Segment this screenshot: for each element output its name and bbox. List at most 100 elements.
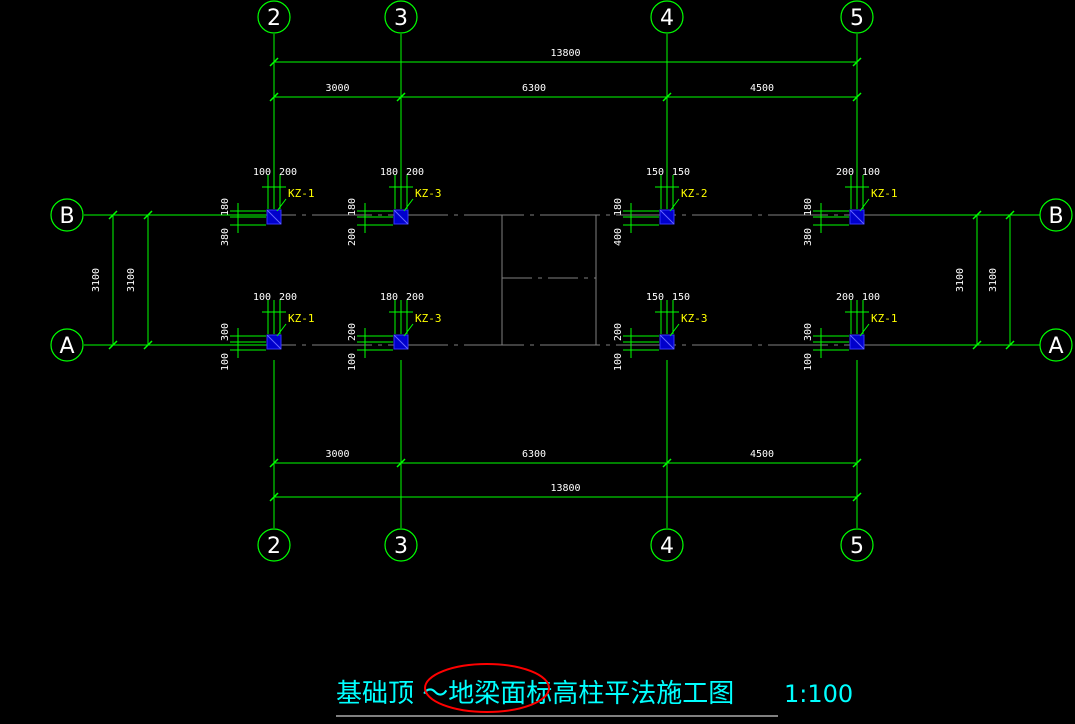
bubble-top-3-circle [384, 0, 418, 34]
column-B-3-side-down-text: 200 [347, 228, 358, 246]
column-A-5-side-down-text: 100 [803, 353, 814, 371]
column-B-4-top-left-text: 150 [646, 167, 664, 178]
column-A-2-top-left-text: 100 [253, 292, 271, 303]
column-B-5-top-left-text: 200 [836, 167, 854, 178]
column-A-2-label: KZ-1 [288, 312, 315, 325]
column-A-5-hatch [849, 334, 865, 350]
left-dim-inner-text: 3100 [126, 268, 137, 292]
left-dim-inner-tick-top [143, 210, 153, 220]
bubble-top-5-label: 5 [850, 6, 864, 31]
column-A-2-top-right-text: 200 [279, 292, 297, 303]
right-dim-outer-text: 3100 [988, 268, 999, 292]
column-B-3-leader [403, 198, 414, 212]
bottom-dim-overall-tick-start [269, 492, 279, 502]
column-B-3-side-up-text: 180 [347, 198, 358, 216]
bubble-bottom-4-circle [650, 528, 684, 562]
drawing-title: 基础顶 ～地梁面标高柱平法施工图 1:100 [336, 663, 853, 717]
top-dim-span-tick-2 [662, 92, 672, 102]
top-dim-overall-tick-start [269, 57, 279, 67]
column-B-4-side-up-text: 180 [613, 198, 624, 216]
column-A-4-label: KZ-3 [681, 312, 708, 325]
column-A-2-side-down-text: 100 [220, 353, 231, 371]
column-A-2: KZ-1 100 200 300 100 [220, 292, 315, 371]
bubble-bottom-5-label: 5 [850, 534, 864, 559]
column-A-5-leader [859, 323, 870, 337]
bubble-top-4-circle [650, 0, 684, 34]
bubble-right-A-circle [1039, 328, 1073, 362]
column-B-2-top-right-text: 200 [279, 167, 297, 178]
column-B-2-side-down-text: 380 [220, 228, 231, 246]
bubble-bottom-3-label: 3 [394, 534, 408, 559]
column-B-2-hatch [266, 209, 282, 225]
top-dim-span-text-2: 4500 [750, 83, 774, 94]
bubble-top-4-label: 4 [660, 6, 674, 31]
column-A-5-top-right-text: 100 [862, 292, 880, 303]
column-B-5-top-right-text: 100 [862, 167, 880, 178]
left-dim-outer-text: 3100 [91, 268, 102, 292]
right-dim-inner-text: 3100 [955, 268, 966, 292]
bottom-dim-span-text-2: 4500 [750, 449, 774, 460]
column-A-3: KZ-3 180 200 200 100 [347, 292, 442, 371]
top-dim-overall-text: 13800 [550, 48, 580, 59]
bubble-top-2-circle [257, 0, 291, 34]
top-dim-span-text-0: 3000 [325, 83, 349, 94]
column-A-4-top-left-text: 150 [646, 292, 664, 303]
column-B-2-side-up-text: 180 [220, 198, 231, 216]
right-dim-inner-tick-bottom [972, 340, 982, 350]
column-A-4-top-right-text: 150 [672, 292, 690, 303]
bubble-right-B-circle [1039, 198, 1073, 232]
column-A-4-hatch [659, 334, 675, 350]
highlight-ellipse [424, 663, 550, 713]
column-A-3-top-left-text: 180 [380, 292, 398, 303]
column-A-3-side-down-text: 100 [347, 353, 358, 371]
column-A-4: KZ-3 150 150 200 100 [613, 292, 708, 371]
column-A-3-side-up-text: 200 [347, 323, 358, 341]
column-B-5-hatch [849, 209, 865, 225]
column-A-3-label: KZ-3 [415, 312, 442, 325]
bubble-top-3-label: 3 [394, 6, 408, 31]
column-B-3-hatch [393, 209, 409, 225]
column-A-4-side-down-text: 100 [613, 353, 624, 371]
column-B-3-top-right-text: 200 [406, 167, 424, 178]
column-A-5-top-left-text: 200 [836, 292, 854, 303]
bubble-right-B-label: B [1048, 204, 1063, 229]
bubble-bottom-3-circle [384, 528, 418, 562]
bottom-dim-span-text-0: 3000 [325, 449, 349, 460]
title-text: 基础顶 ～地梁面标高柱平法施工图 [336, 679, 734, 709]
column-B-4-leader [669, 198, 680, 212]
top-dim-span-tick-1 [396, 92, 406, 102]
right-dim-outer-tick-bottom [1005, 340, 1015, 350]
bubble-left-B-label: B [59, 204, 74, 229]
column-A-2-leader [276, 323, 287, 337]
column-B-4-top-right-text: 150 [672, 167, 690, 178]
column-B-2-label: KZ-1 [288, 187, 315, 200]
column-A-3-hatch [393, 334, 409, 350]
right-dim-outer-tick-top [1005, 210, 1015, 220]
column-B-5-label: KZ-1 [871, 187, 898, 200]
column-B-3-top-left-text: 180 [380, 167, 398, 178]
bubble-bottom-4-label: 4 [660, 534, 674, 559]
scale-text: 1:100 [784, 680, 853, 708]
column-A-2-hatch [266, 334, 282, 350]
column-B-4-hatch [659, 209, 675, 225]
bottom-dim-overall-text: 13800 [550, 483, 580, 494]
column-A-2-side-up-text: 300 [220, 323, 231, 341]
bottom-dim-span-text-1: 6300 [522, 449, 546, 460]
bubble-left-A-label: A [59, 334, 74, 359]
column-A-4-side-up-text: 200 [613, 323, 624, 341]
bubble-left-B-circle [50, 198, 84, 232]
column-A-3-leader [403, 323, 414, 337]
column-B-4-label: KZ-2 [681, 187, 708, 200]
column-B-5-side-up-text: 180 [803, 198, 814, 216]
column-B-5-leader [859, 198, 870, 212]
bottom-dim-overall-tick-end [852, 492, 862, 502]
column-A-3-top-right-text: 200 [406, 292, 424, 303]
column-B-2-leader [276, 198, 287, 212]
